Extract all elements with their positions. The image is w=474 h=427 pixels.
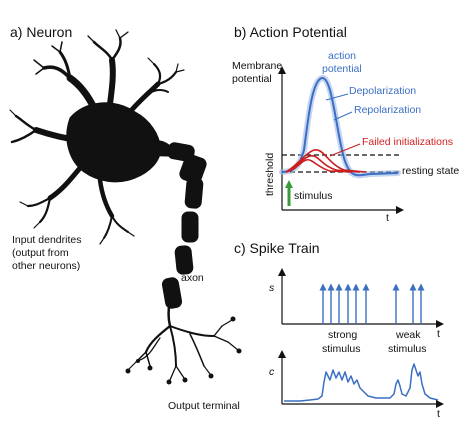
strong-spikes xyxy=(319,283,370,324)
spike-train-chart xyxy=(278,268,444,408)
dendrites xyxy=(9,29,185,245)
strong-stimulus-line1: strong xyxy=(328,329,358,341)
membrane-label: Membrane xyxy=(232,60,283,72)
output-terminal-label: Output terminal xyxy=(168,400,240,412)
action-potential-panel-title: b) Action Potential xyxy=(234,24,347,40)
spike-time-label: t xyxy=(437,328,440,340)
strong-stimulus-line2: stimulus xyxy=(322,343,361,355)
dendrites-label-line1: Input dendrites xyxy=(12,234,82,246)
action-potential-chart xyxy=(278,66,404,214)
failed-curve-3 xyxy=(285,149,367,173)
axon-label: axon xyxy=(181,272,204,284)
dendrites-label-line3: other neurons) xyxy=(12,260,81,272)
failed-pointer xyxy=(329,143,361,157)
s-axis-label: s xyxy=(269,282,275,294)
action-potential-label-line2: potential xyxy=(322,63,362,75)
spike-train-panel-title: c) Spike Train xyxy=(234,240,320,256)
stimulus-label: stimulus xyxy=(294,190,333,202)
depolarization-label: Depolarization xyxy=(349,85,417,97)
myelin-sheath xyxy=(161,142,207,309)
resting-state-label: resting state xyxy=(402,165,460,177)
calcium-trace xyxy=(284,363,439,402)
failed-initializations-label: Failed initializations xyxy=(362,136,454,148)
calcium-time-label: t xyxy=(437,408,440,420)
weak-stimulus-line2: stimulus xyxy=(388,343,427,355)
repolarization-pointer xyxy=(333,111,353,121)
dendrites-label-line2: (output from xyxy=(12,247,69,259)
threshold-label: threshold xyxy=(264,152,276,196)
neuron-panel-title: a) Neuron xyxy=(10,24,73,40)
weak-stimulus-line1: weak xyxy=(396,329,421,341)
ap-time-label: t xyxy=(386,212,389,224)
terminal-buttons xyxy=(125,316,242,385)
action-potential-label-line1: action xyxy=(328,50,357,62)
repolarization-label: Repolarization xyxy=(354,104,422,116)
depolarization-pointer xyxy=(325,93,349,101)
c-axis-label: c xyxy=(269,366,275,378)
weak-spikes xyxy=(392,283,425,324)
axon-terminals xyxy=(127,319,239,381)
neuron-illustration xyxy=(9,29,242,385)
potential-label: potential xyxy=(232,73,272,85)
failed-curve-1 xyxy=(285,158,353,173)
